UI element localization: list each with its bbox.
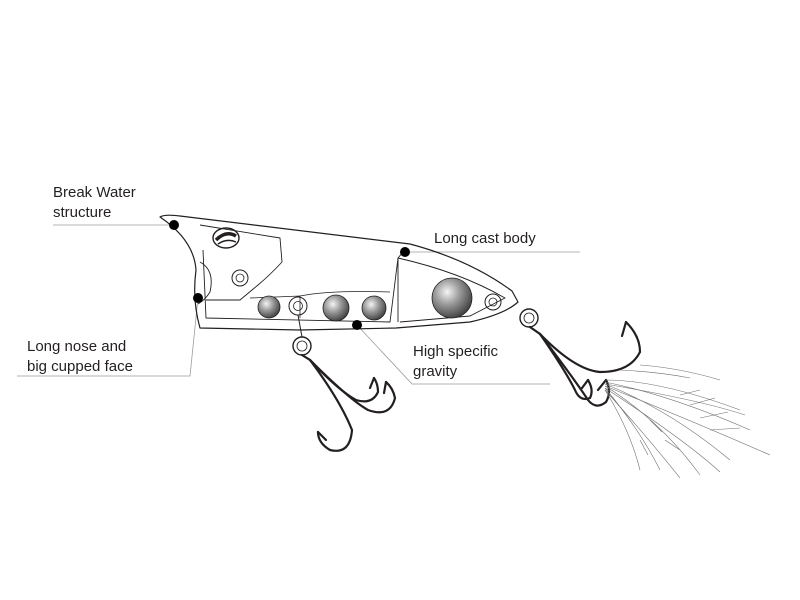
dot-long-cast [400,247,410,257]
weight-balls [257,277,473,322]
weight-ball [431,277,473,319]
tail-eyelet [484,293,502,311]
weight-ball [322,294,350,322]
label-break-water-line1: Break Water [53,184,136,201]
label-long-cast: Long cast body [434,230,536,247]
front-ring [231,269,249,287]
head-section [199,224,283,301]
belly-split-ring [292,336,312,356]
callout-dots [169,220,410,330]
dot-gravity [352,320,362,330]
weight-ball [361,295,387,321]
feather-tail [604,364,771,479]
tail-treble-hook [528,320,642,407]
label-break-water: Break Water structure [53,183,136,223]
dot-long-nose [193,293,203,303]
tail-split-ring [519,308,539,328]
body-inner-frame [202,249,404,323]
label-break-water-line2: structure [53,204,112,221]
cupped-face [197,261,212,305]
mid-ring [288,296,308,316]
label-high-gravity-line1: High specific [413,343,499,360]
belly-treble-hook [300,353,397,452]
lure-eye [212,227,240,249]
label-long-nose-line2: big cupped face [27,358,133,375]
dot-break-water [169,220,179,230]
weight-ball [257,295,281,319]
body-outline [159,214,519,331]
label-high-gravity-line2: gravity [413,363,458,380]
label-long-nose: Long nose and big cupped face [27,337,133,377]
label-long-nose-line1: Long nose and [27,338,127,355]
label-high-gravity: High specific gravity [413,342,498,382]
leader-long-nose [17,297,199,377]
leader-gravity [356,324,550,385]
